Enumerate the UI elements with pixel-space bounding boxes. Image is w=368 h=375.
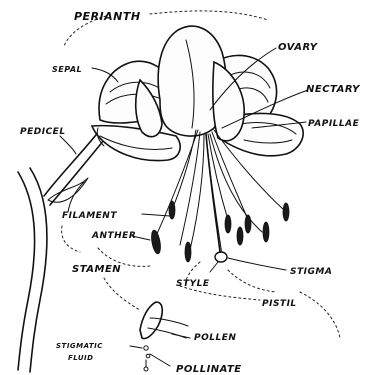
label-nectary: NECTARY <box>306 84 361 95</box>
label-ovary: OVARY <box>278 42 319 53</box>
label-stigma: STIGMA <box>290 267 332 277</box>
label-stamen: STAMEN <box>72 264 121 275</box>
label-papillae: PAPILLAE <box>308 119 360 129</box>
anther-mark <box>185 242 191 262</box>
anther-mark <box>237 227 243 245</box>
anther-mark <box>225 215 231 233</box>
label-perianth: PERIANTH <box>74 10 141 23</box>
anther-mark <box>245 215 251 233</box>
stem-drawing <box>18 130 104 372</box>
label-anther: ANTHER <box>91 231 136 241</box>
stigma-drawing <box>206 134 227 262</box>
anther-mark <box>283 203 289 221</box>
label-pollinate: POLLINATE <box>176 364 242 375</box>
label-stigmatic: STIGMATIC <box>56 342 103 350</box>
label-pedicel: PEDICEL <box>20 127 66 137</box>
anther-mark <box>263 222 269 242</box>
anther-mark <box>150 229 162 254</box>
label-pollen: POLLEN <box>194 333 236 343</box>
pollination-inset-drawing <box>140 302 188 371</box>
label-style: STYLE <box>176 279 210 289</box>
label-sepal: SEPAL <box>52 65 82 74</box>
label-filament: FILAMENT <box>62 211 117 221</box>
label-fluid: FLUID <box>68 354 93 362</box>
petals-drawing <box>92 26 303 160</box>
label-pistil: PISTIL <box>262 299 297 309</box>
